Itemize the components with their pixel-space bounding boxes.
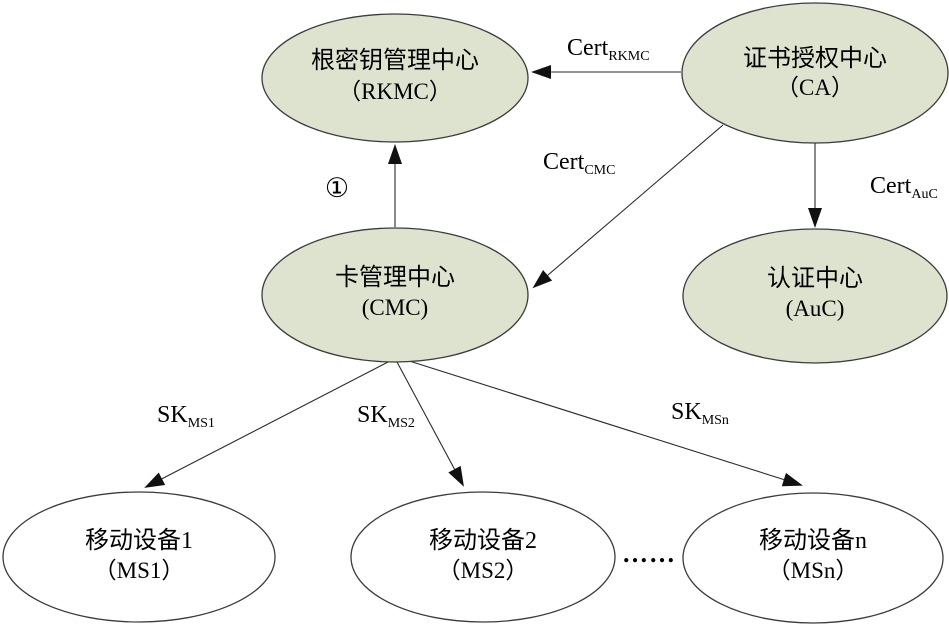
edge-cmc-to-ms2 [396,361,464,487]
msn-abbr: （MSn） [768,558,859,583]
step-1-marker: ① [325,173,349,204]
sk-msn-label: SKMSn [671,399,729,428]
node-ms1-ellipse [2,491,276,623]
ms2-abbr: （MS2） [438,558,529,583]
sk-ms2-label: SKMS2 [357,402,415,431]
node-rkmc-ellipse [261,13,529,143]
ms1-abbr: （MS1） [94,558,185,583]
node-cmc-ellipse [261,227,529,363]
ca-label: 证书授权中心 [743,45,887,72]
node-msn-ellipse [682,492,944,624]
ms1-label: 移动设备1 [85,527,193,554]
cert-cmc-label: CertCMC [543,149,615,178]
rkmc-abbr: （RKMC） [338,79,452,104]
ms2-label: 移动设备2 [429,527,537,554]
auc-abbr: (AuC) [786,296,845,321]
msn-label: 移动设备n [759,527,867,554]
cert-rkmc-label: CertRKMC [567,35,650,64]
node-ms2-ellipse [350,491,616,623]
rkmc-label: 根密钥管理中心 [311,47,479,74]
ca-abbr: （CA） [776,75,854,100]
sk-ms1-label: SKMS1 [157,402,215,431]
edge-cmc-to-ms1 [144,360,391,488]
node-auc-ellipse [682,228,948,364]
edge-ca-to-cmc [532,124,724,289]
edge-cmc-to-msn [402,358,803,487]
cmc-abbr: (CMC) [362,295,428,320]
node-ca-ellipse [681,2,949,144]
ellipsis-dots: …… [622,539,676,568]
cmc-label: 卡管理中心 [335,264,455,291]
auc-label: 认证中心 [767,265,863,292]
cert-auc-label: CertAuC [870,173,938,202]
